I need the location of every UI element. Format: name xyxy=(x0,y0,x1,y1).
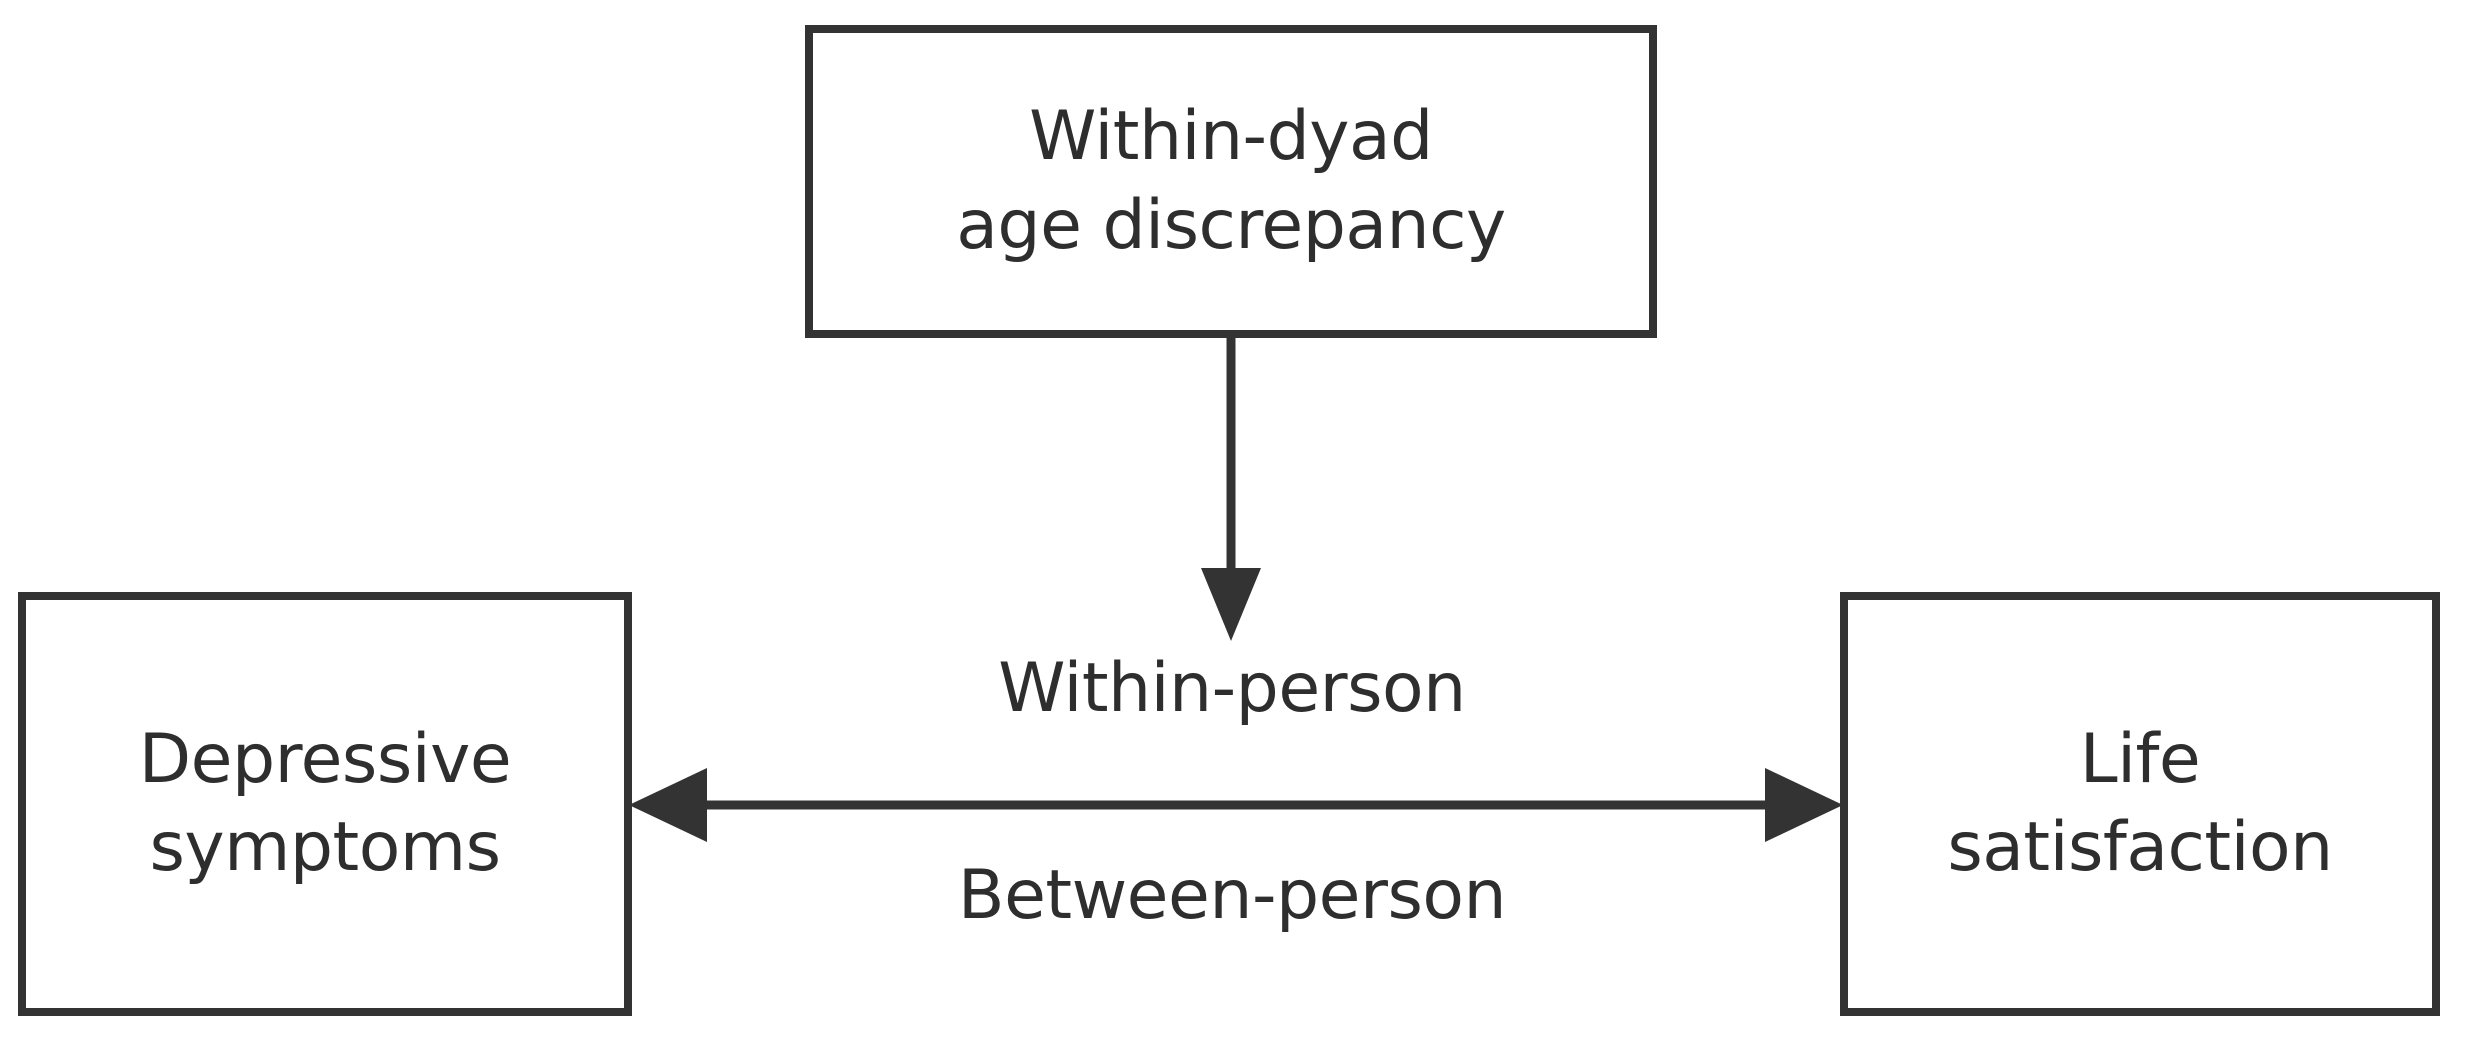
node-depressive-symptoms: Depressive symptoms xyxy=(18,592,632,1016)
path-label-within-person: Within-person xyxy=(998,649,1466,728)
node-label-depressive-symptoms: Depressive symptoms xyxy=(138,719,512,887)
vertical-arrowhead-down xyxy=(1201,568,1261,641)
horizontal-arrowhead-left xyxy=(629,768,707,842)
horizontal-double-arrow xyxy=(629,768,1843,842)
node-label-life-satisfaction: Life satisfaction xyxy=(1947,719,2333,887)
node-label-within-dyad-age-discrepancy: Within-dyad age discrepancy xyxy=(956,97,1506,265)
vertical-arrow-discrepancy-to-path xyxy=(1201,338,1261,641)
horizontal-arrowhead-right xyxy=(1765,768,1843,842)
node-life-satisfaction: Life satisfaction xyxy=(1840,592,2440,1016)
node-within-dyad-age-discrepancy: Within-dyad age discrepancy xyxy=(805,25,1657,338)
path-label-between-person: Between-person xyxy=(957,856,1507,935)
